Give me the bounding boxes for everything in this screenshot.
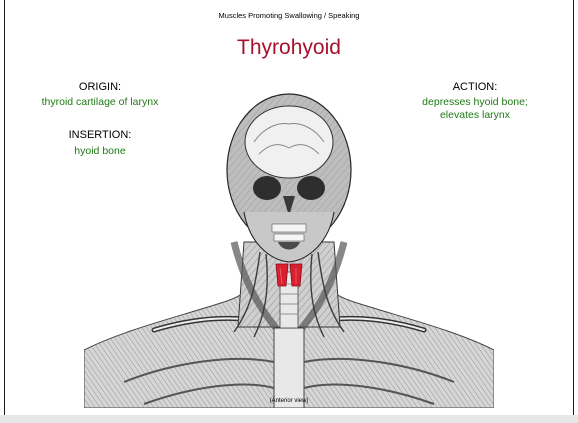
- slide-header: Muscles Promoting Swallowing / Speaking: [0, 11, 578, 20]
- page-title: Thyrohyoid: [0, 36, 578, 60]
- frame-right-edge: [573, 0, 574, 423]
- frame-left-edge: [4, 0, 5, 423]
- anatomy-illustration: [84, 92, 494, 408]
- skull: [227, 94, 351, 262]
- view-caption: (Anterior view): [0, 398, 578, 404]
- frame-bottom-strip: [0, 415, 578, 423]
